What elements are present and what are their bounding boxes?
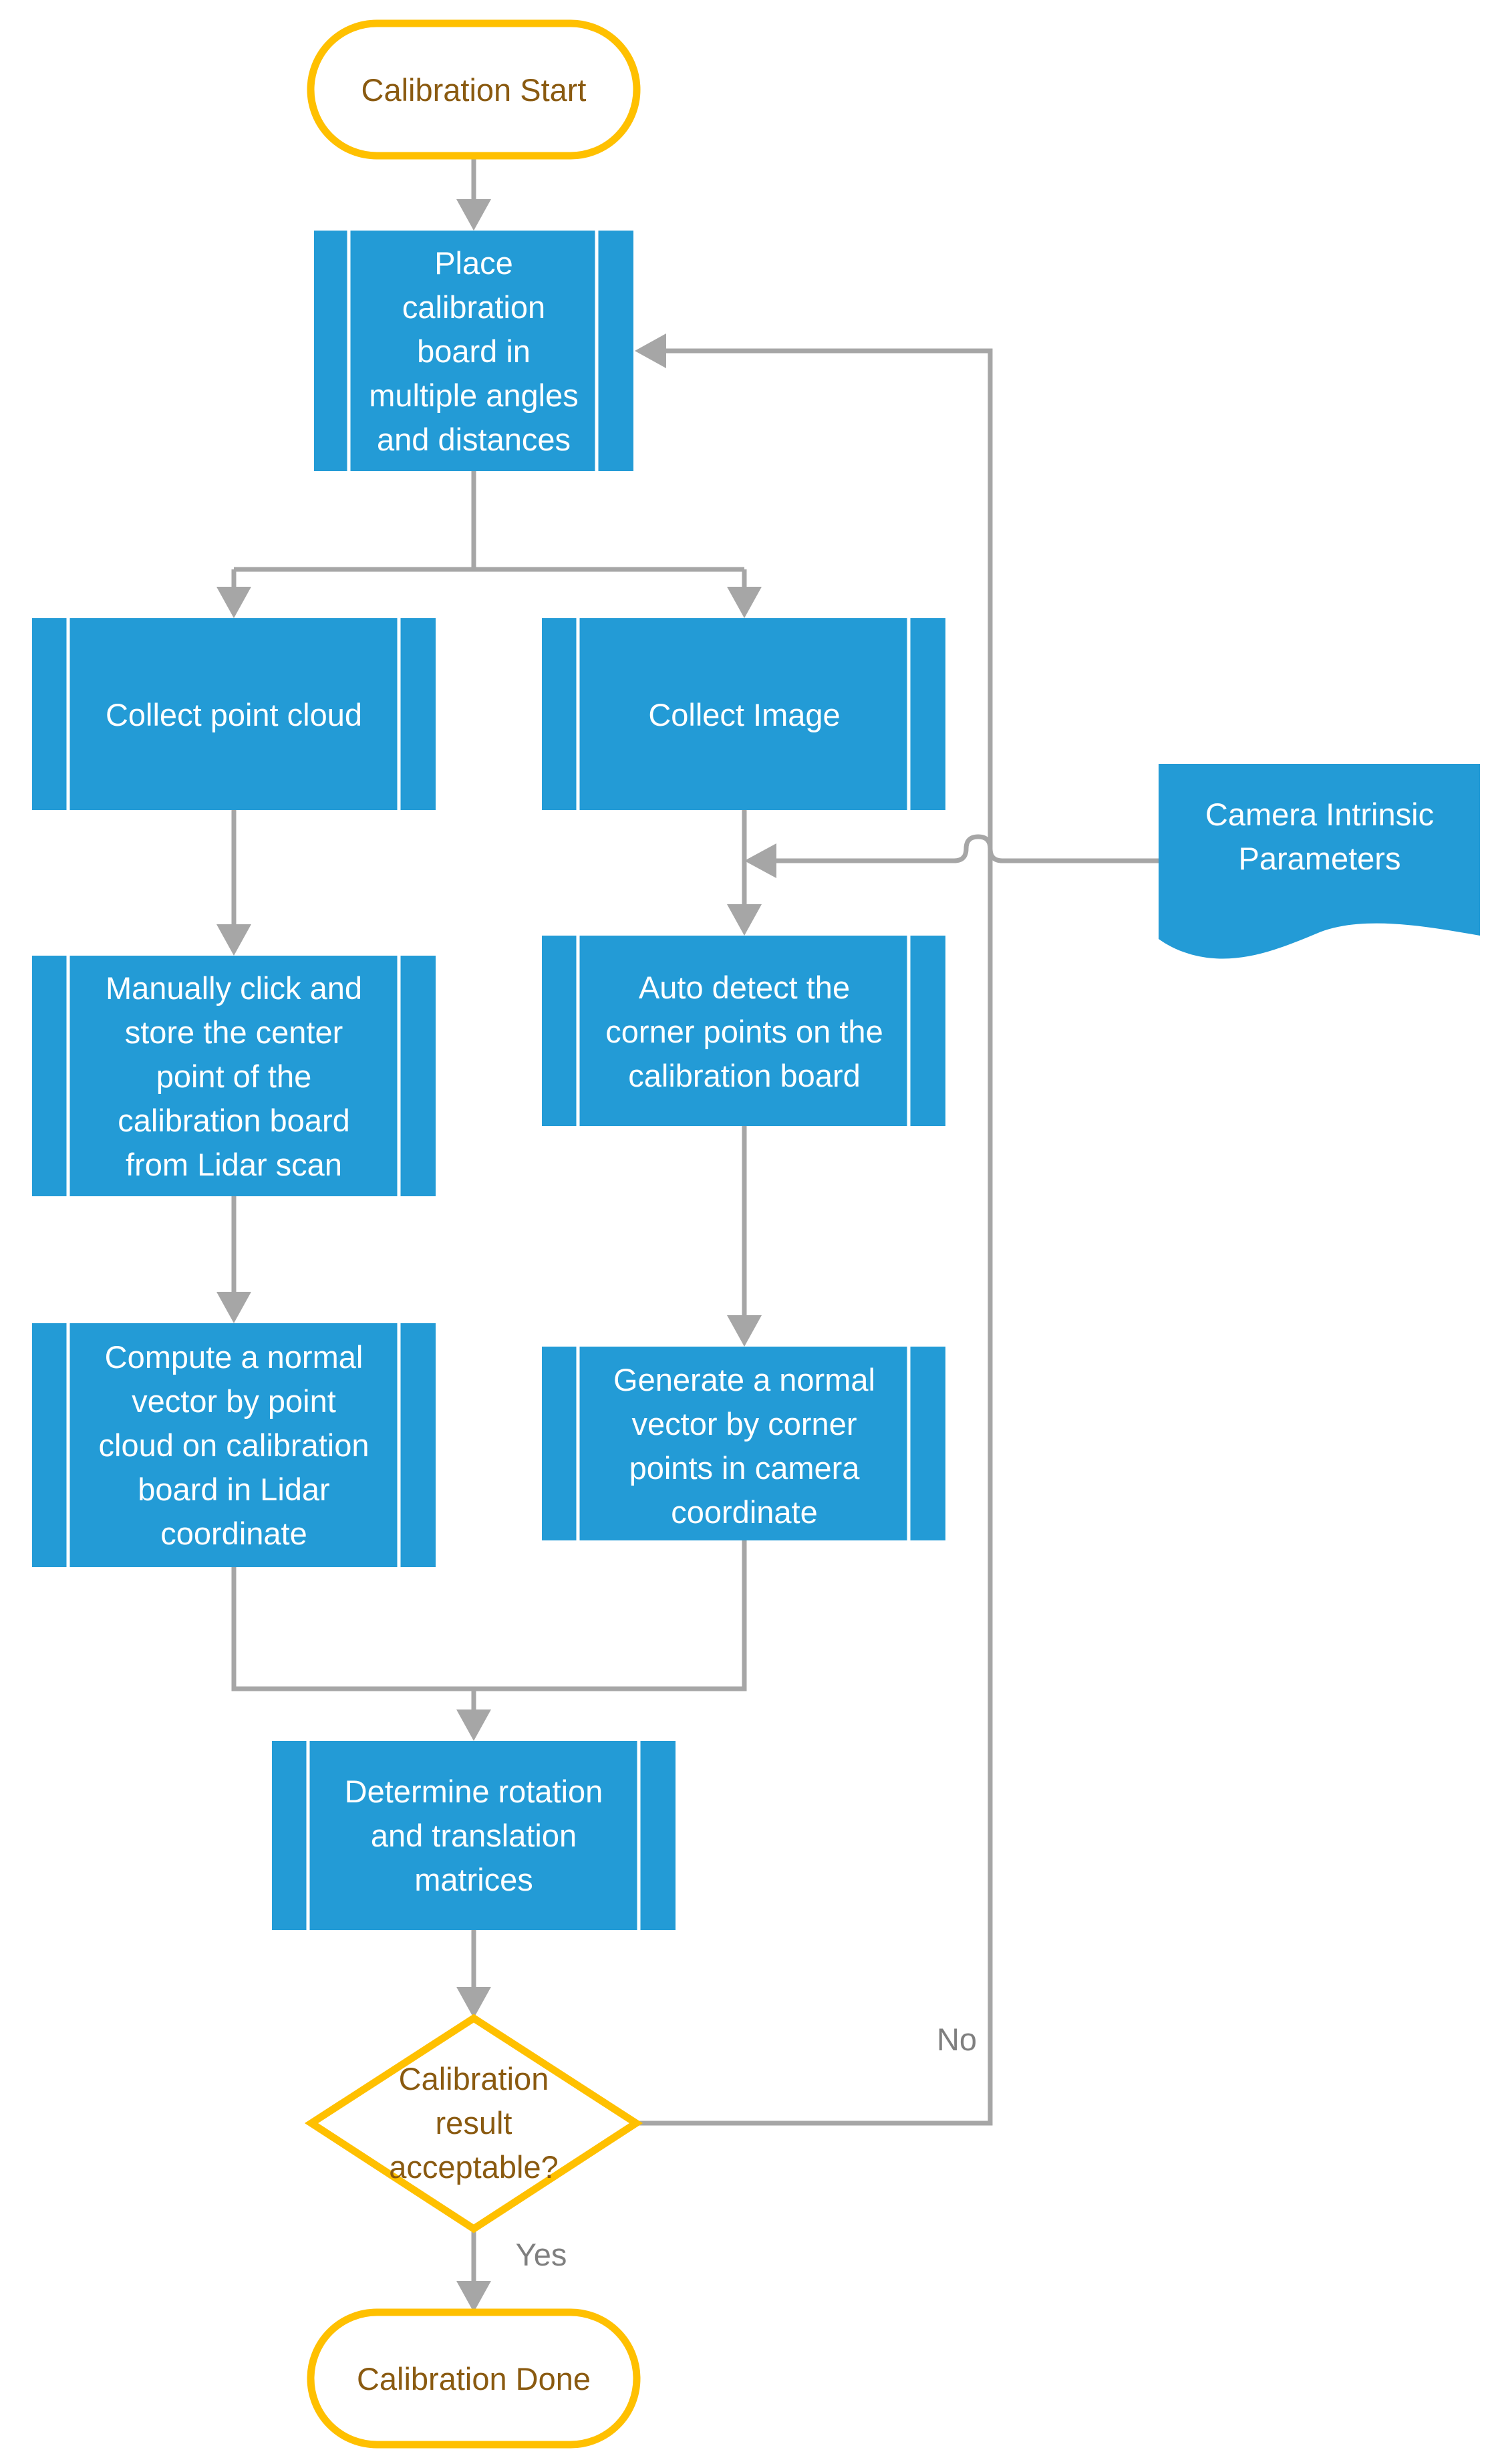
generate-normal-camera-process: Generate a normal vector by corner point…	[542, 1347, 945, 1540]
manual-click-line-4: calibration board	[118, 1103, 350, 1138]
compute-normal-line-1: Compute a normal	[105, 1339, 363, 1375]
arrowhead	[727, 904, 762, 936]
connector-compute-to-merge	[231, 1540, 747, 1691]
done-terminator: Calibration Done	[307, 2308, 641, 2449]
generate-normal-line-4: coordinate	[671, 1494, 818, 1530]
collect-image-process: Collect Image	[542, 618, 945, 810]
edge-label-yes: Yes	[516, 2237, 567, 2272]
compute-normal-line-2: vector by point	[132, 1383, 336, 1419]
place-board-line-1: Place	[434, 245, 513, 281]
connectors	[216, 156, 1159, 2312]
place-board-process: Place calibration board in multiple angl…	[314, 231, 633, 471]
arrowhead	[744, 843, 776, 878]
collect-point-cloud-process: Collect point cloud	[32, 618, 436, 810]
decision-line-2: result	[436, 2105, 512, 2141]
auto-detect-line-2: corner points on the	[605, 1014, 883, 1049]
determine-rt-process: Determine rotation and translation matri…	[272, 1741, 676, 1930]
manual-click-process: Manually click and store the center poin…	[32, 956, 436, 1196]
arrowhead	[216, 1292, 251, 1323]
start-label: Calibration Start	[361, 72, 587, 108]
generate-normal-line-3: points in camera	[629, 1450, 861, 1486]
camera-intrinsics-document: Camera Intrinsic Parameters	[1159, 764, 1480, 959]
camera-intrinsics-line-2: Parameters	[1239, 841, 1401, 876]
determine-rt-line-2: and translation	[371, 1818, 577, 1853]
generate-normal-line-2: vector by corner	[632, 1406, 857, 1442]
auto-detect-process: Auto detect the corner points on the cal…	[542, 936, 945, 1126]
compute-normal-line-3: cloud on calibration	[99, 1427, 369, 1463]
camera-intrinsics-line-1: Camera Intrinsic	[1205, 797, 1434, 832]
connector-intrinsics-to-autodetect	[774, 834, 1159, 863]
collect-image-label: Collect Image	[648, 697, 840, 732]
compute-normal-line-5: coordinate	[160, 1516, 307, 1551]
done-label: Calibration Done	[357, 2361, 591, 2397]
auto-detect-line-1: Auto detect the	[639, 970, 850, 1005]
place-board-line-5: and distances	[377, 422, 571, 457]
arrowhead	[727, 1315, 762, 1347]
place-board-line-3: board in	[417, 333, 531, 369]
manual-click-line-5: from Lidar scan	[126, 1147, 342, 1182]
arrowhead	[216, 587, 251, 618]
compute-normal-lidar-process: Compute a normal vector by point cloud o…	[32, 1323, 436, 1567]
manual-click-line-3: point of the	[156, 1059, 312, 1094]
auto-detect-line-3: calibration board	[628, 1058, 861, 1093]
edge-label-no: No	[937, 2022, 977, 2057]
place-board-line-4: multiple angles	[369, 378, 579, 413]
arrowhead	[456, 2281, 491, 2312]
arrowhead	[727, 587, 762, 618]
manual-click-line-2: store the center	[125, 1014, 343, 1050]
compute-normal-line-4: board in Lidar	[138, 1472, 329, 1507]
acceptable-decision: Calibration result acceptable?	[304, 2014, 643, 2233]
arrowhead	[635, 333, 666, 368]
determine-rt-line-1: Determine rotation	[345, 1774, 603, 1809]
collect-point-cloud-label: Collect point cloud	[106, 697, 362, 732]
connector-decision-no-loop	[636, 348, 993, 2126]
arrowhead	[456, 1987, 491, 2018]
determine-rt-line-3: matrices	[414, 1862, 533, 1897]
decision-line-1: Calibration	[399, 2061, 549, 2096]
generate-normal-line-1: Generate a normal	[613, 1362, 875, 1397]
manual-click-line-1: Manually click and	[106, 970, 362, 1006]
decision-line-3: acceptable?	[389, 2149, 558, 2185]
start-terminator: Calibration Start	[307, 19, 641, 160]
arrowhead	[216, 924, 251, 956]
arrowhead	[456, 199, 491, 231]
place-board-line-2: calibration	[402, 289, 545, 325]
arrowhead	[456, 1709, 491, 1741]
